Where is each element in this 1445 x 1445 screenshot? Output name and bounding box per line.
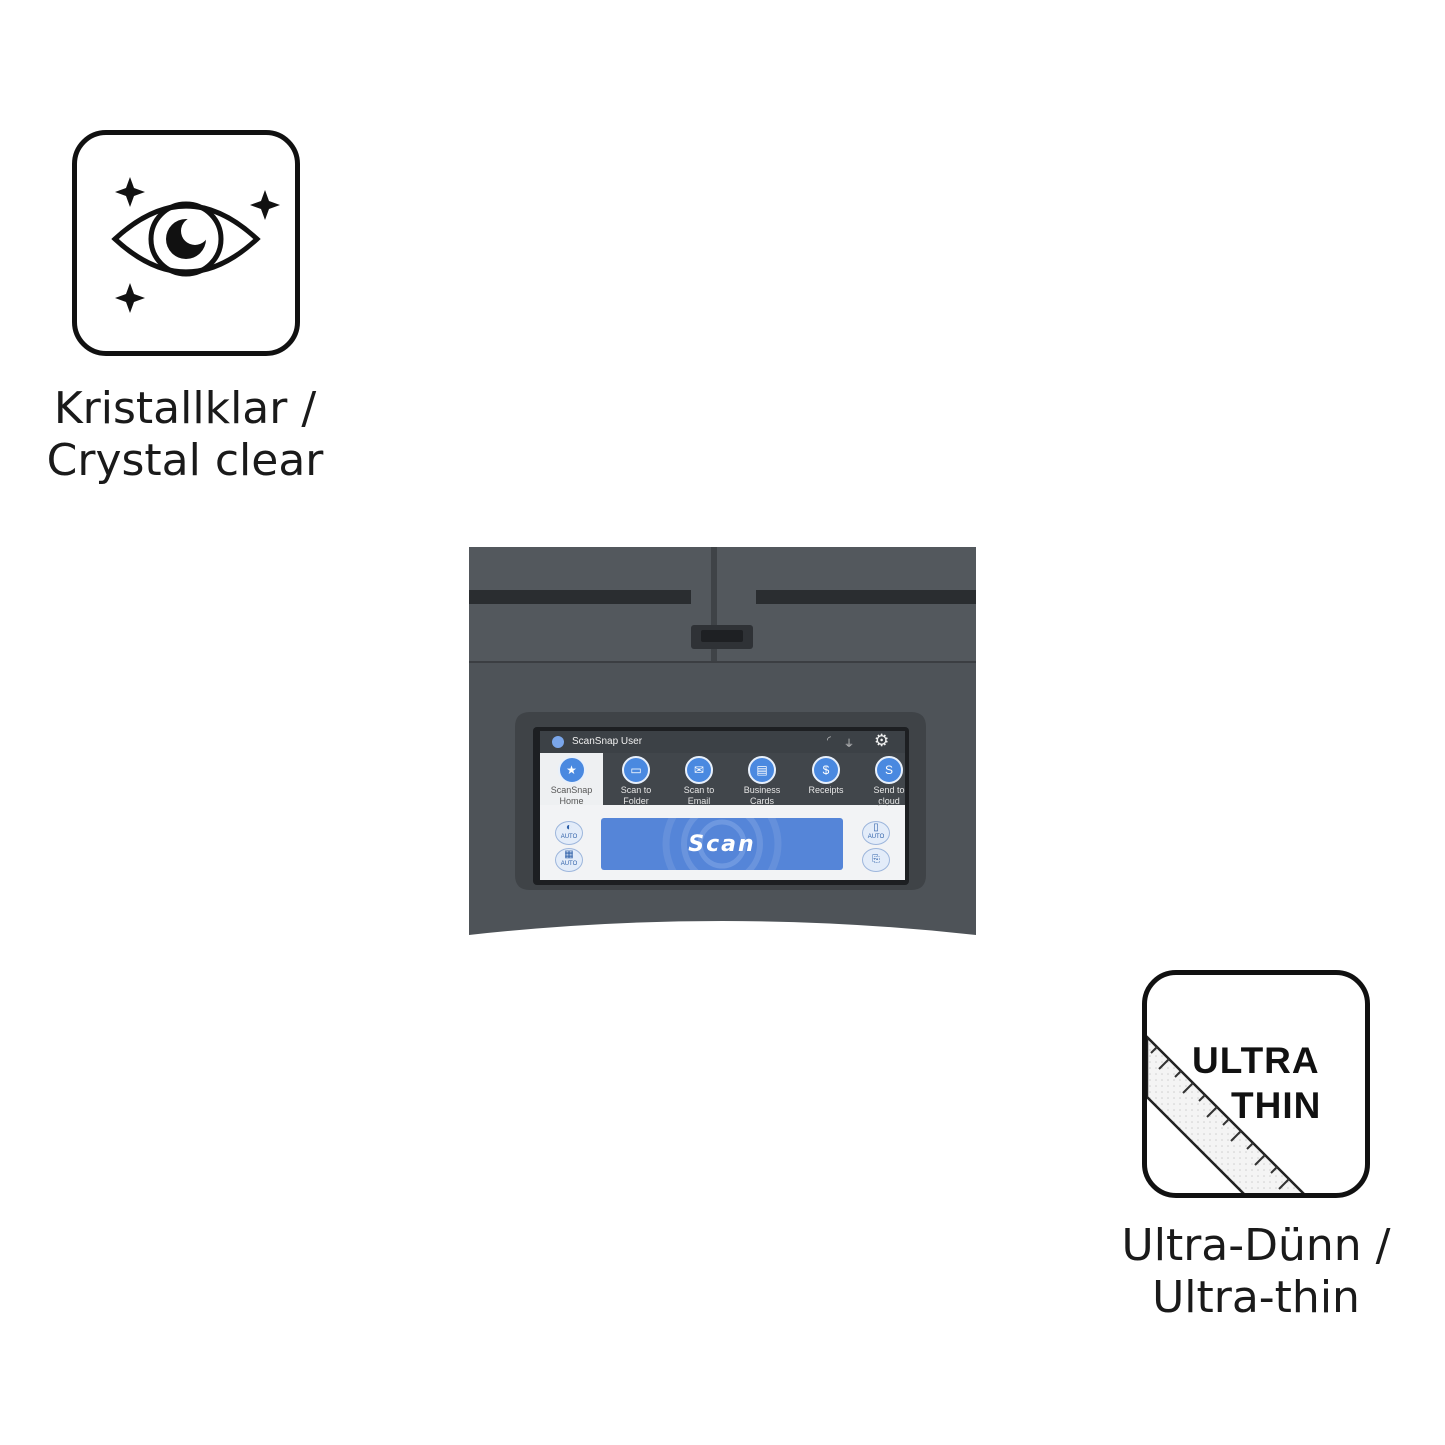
scan-button[interactable]: Scan — [601, 818, 843, 870]
color-mode-icon: ◐ — [565, 822, 573, 833]
star-icon: ★ — [557, 756, 586, 784]
receipt-icon: $ — [812, 756, 840, 784]
resolution-button[interactable]: ▦ AUTO — [555, 848, 583, 872]
profile-label: Receipts — [808, 785, 844, 795]
caption-line: Kristallklar / — [53, 383, 317, 434]
profile-label: cloud — [878, 796, 900, 806]
screen-status-bar: ScanSnap User ◜ ⏚ ⚙ — [540, 731, 905, 753]
crystal-clear-badge — [72, 130, 300, 356]
color-mode-button[interactable]: ◐ AUTO — [555, 821, 583, 845]
caption-line: Ultra-thin — [1152, 1272, 1360, 1323]
feed-option-button[interactable]: ⎘ — [862, 848, 890, 872]
profile-receipts[interactable]: $ Receipts — [796, 756, 856, 806]
paper-size-icon: ▯ — [873, 822, 879, 833]
side-button-label: AUTO — [560, 861, 578, 867]
paper-size-button[interactable]: ▯ AUTO — [862, 821, 890, 845]
eye-sparkle-icon — [111, 177, 280, 313]
profile-label: Business — [743, 785, 781, 795]
profile-scan-to-email[interactable]: ✉ Scan to Email — [669, 756, 729, 806]
profile-send-to-cloud[interactable]: S Send to cloud — [859, 756, 905, 806]
folder-icon: ▭ — [622, 756, 650, 784]
profile-label: Scan to — [620, 785, 652, 795]
profile-label: ScanSnap — [550, 785, 593, 795]
profile-business-cards[interactable]: ▤ Business Cards — [732, 756, 792, 806]
side-button-label: AUTO — [560, 834, 578, 840]
chevron-up-icon[interactable]: ︿ — [878, 797, 888, 808]
scan-ripple-icon — [662, 818, 782, 870]
cloud-icon: S — [875, 756, 903, 784]
scan-button-label: Scan — [688, 832, 756, 857]
side-button-label: AUTO — [867, 834, 885, 840]
caption-line: Crystal clear — [46, 435, 324, 486]
ultra-thin-caption: Ultra-Dünn / Ultra-thin — [1100, 1220, 1412, 1324]
user-avatar-icon[interactable] — [552, 736, 564, 748]
profile-scan-to-folder[interactable]: ▭ Scan to Folder — [606, 756, 666, 806]
profile-label: Send to — [873, 785, 905, 795]
caption-line: Ultra-Dünn / — [1121, 1220, 1391, 1271]
ruler-icon — [1147, 1035, 1305, 1193]
card-icon: ▤ — [748, 756, 776, 784]
profile-label: Folder — [623, 796, 649, 806]
profile-label: Home — [559, 796, 584, 806]
ultra-label: ULTRA — [1192, 1040, 1320, 1081]
gear-icon[interactable]: ⚙ — [874, 731, 890, 750]
user-name: ScanSnap User — [572, 736, 643, 747]
wifi-icon: ◜ — [827, 735, 831, 746]
mail-icon: ✉ — [685, 756, 713, 784]
profile-scansnap-home[interactable]: ★ ScanSnap Home — [540, 753, 603, 806]
ultra-thin-badge: ULTRA THIN — [1142, 970, 1370, 1198]
feed-option-icon: ⎘ — [872, 854, 880, 865]
resolution-icon: ▦ — [564, 849, 574, 860]
usb-icon: ⏚ — [844, 739, 854, 750]
crystal-clear-caption: Kristallklar / Crystal clear — [20, 383, 350, 487]
profile-label: Email — [687, 796, 711, 806]
profile-label: Scan to — [683, 785, 715, 795]
profile-label: Cards — [749, 796, 774, 806]
thin-label: THIN — [1231, 1085, 1322, 1126]
scanner-touchscreen: ScanSnap User ◜ ⏚ ⚙ ★ ScanSnap Home ▭ Sc… — [540, 731, 905, 880]
